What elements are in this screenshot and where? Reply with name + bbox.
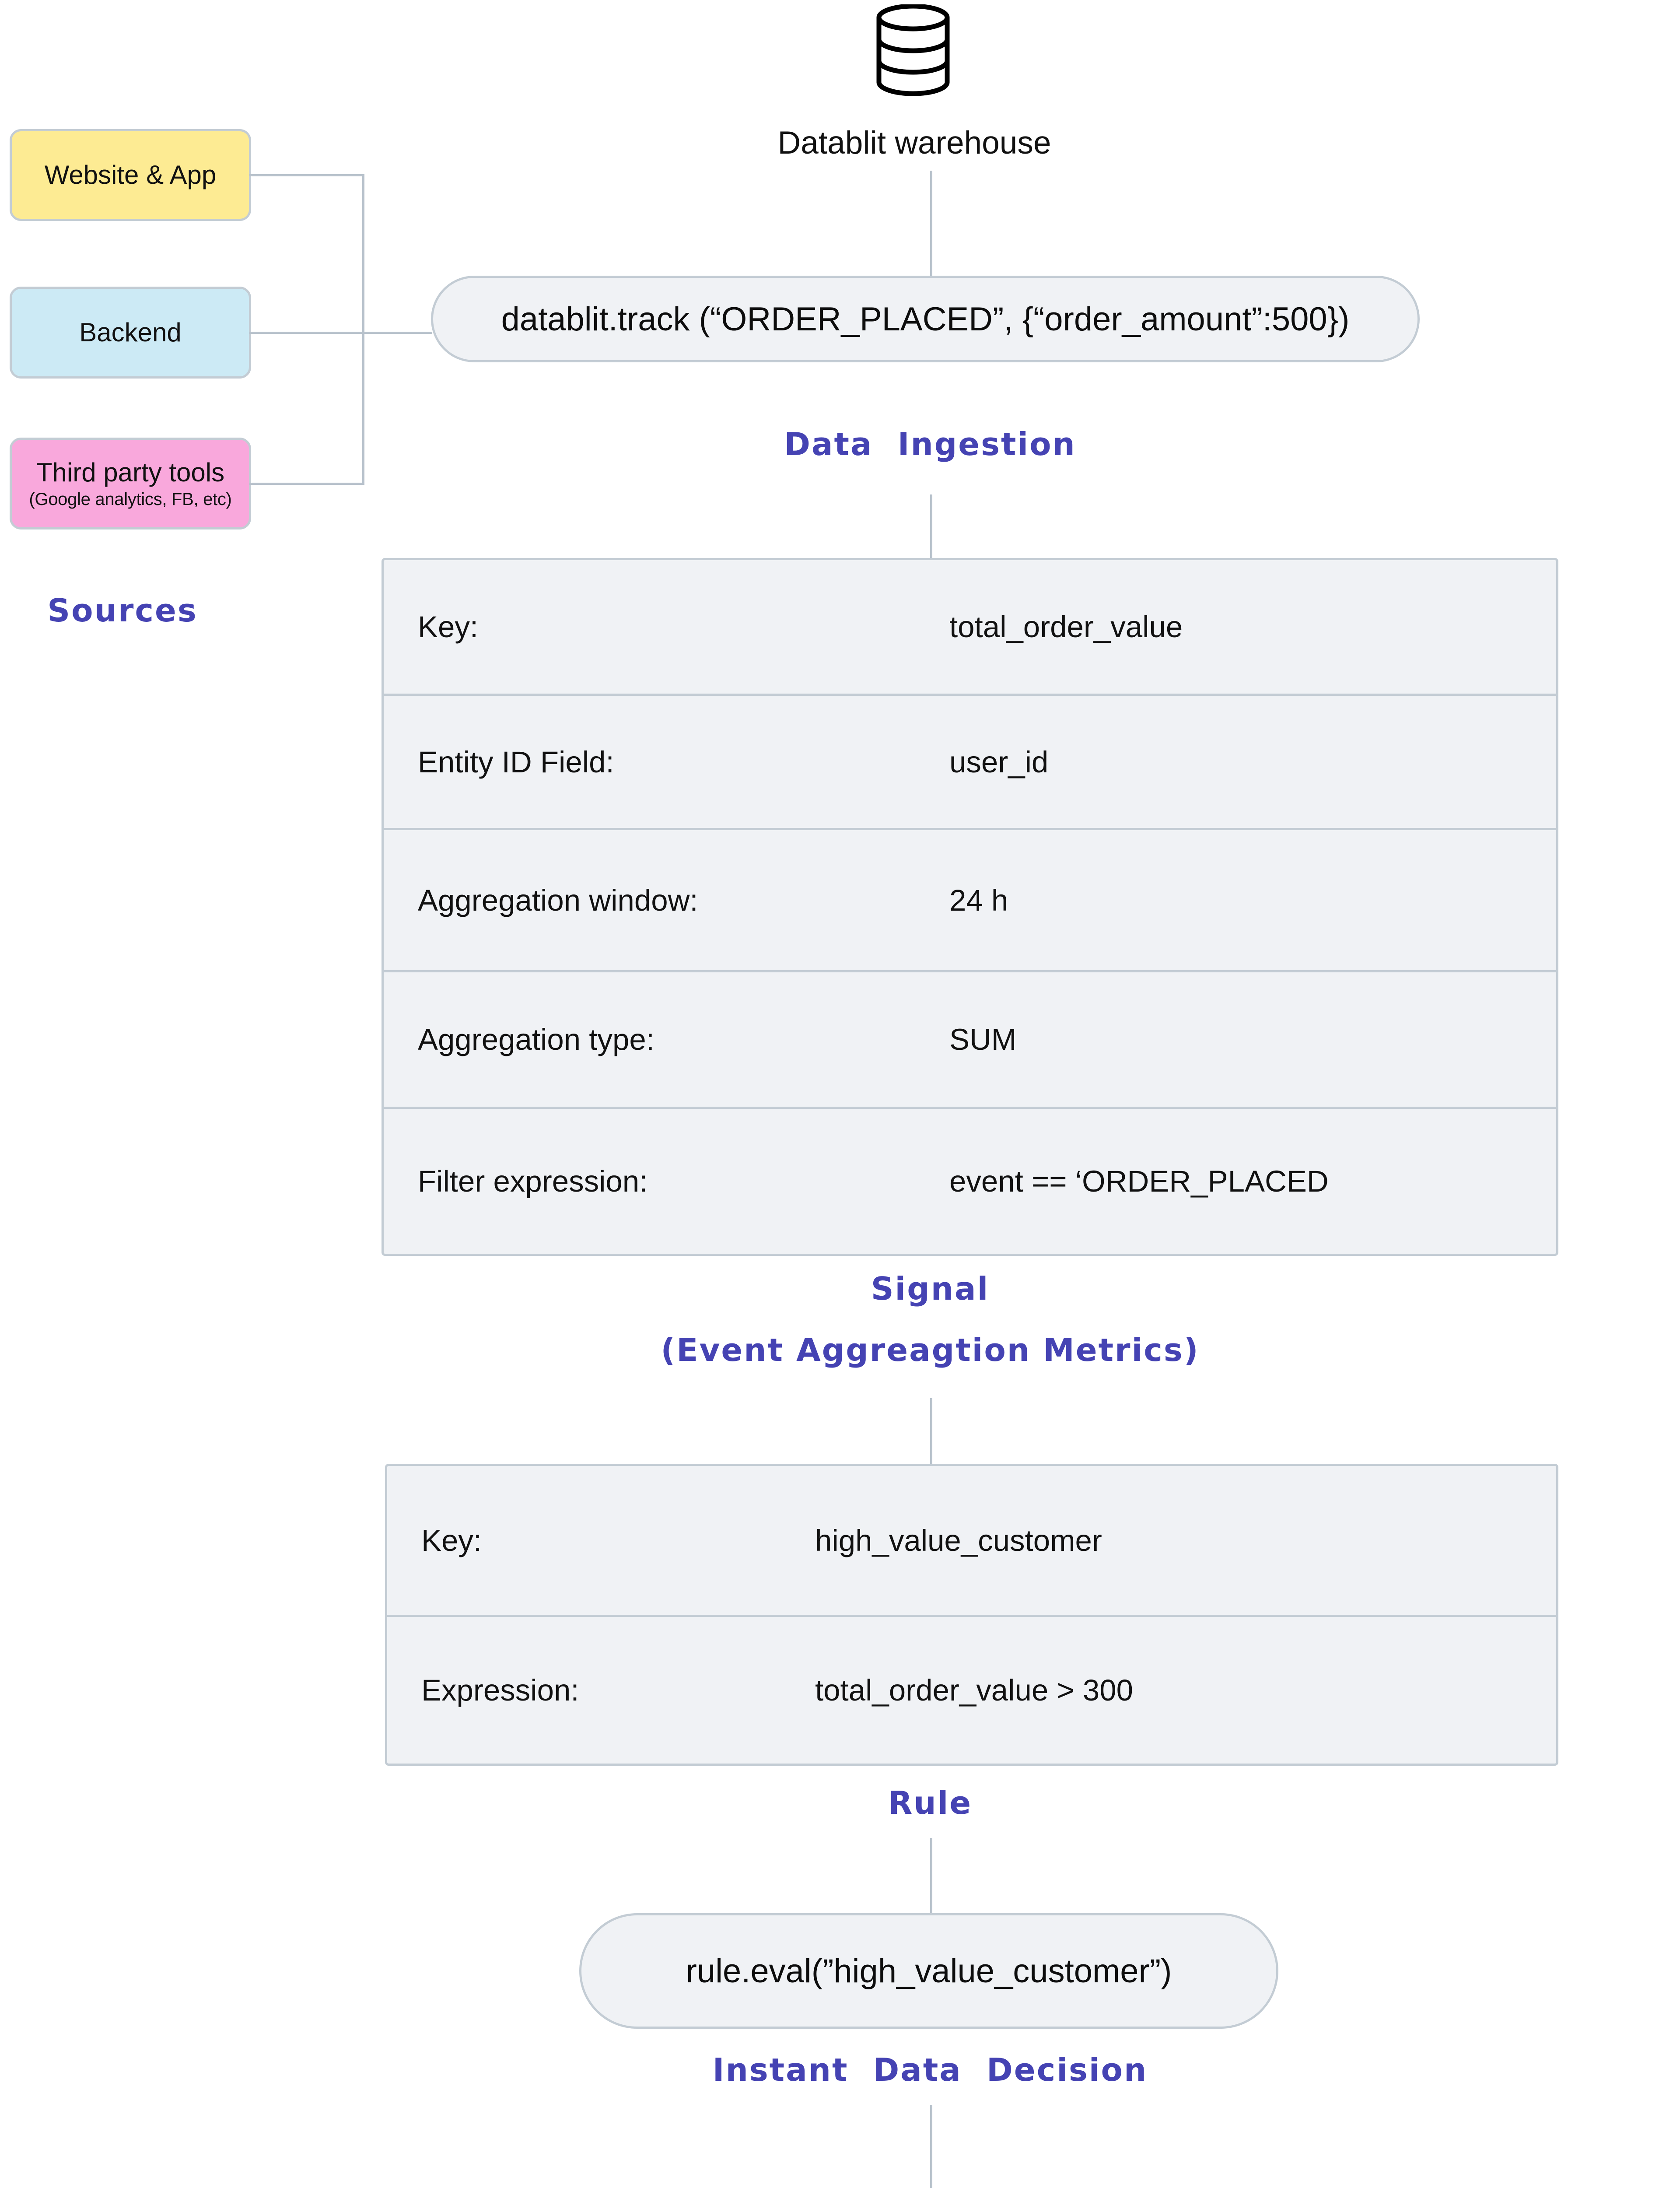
source-third-party-tools-label: Third party tools — [36, 458, 225, 487]
connector-warehouse-to-ingestion — [930, 171, 932, 276]
signal-row-key-4: Filter expression: — [418, 1164, 648, 1198]
signal-row-key-3: Aggregation type: — [418, 1023, 654, 1056]
connector-backend-stub — [249, 332, 364, 334]
connector-ingestion-to-signal — [930, 494, 932, 559]
source-backend-label: Backend — [79, 318, 182, 347]
source-third-party-tools-sublabel: (Google analytics, FB, etc) — [29, 490, 232, 509]
connector-decision-to-split — [930, 2105, 932, 2188]
rule-row-key-1: Expression: — [421, 1673, 579, 1707]
source-website-app-label: Website & App — [44, 160, 217, 190]
signal-table: Key: total_order_value Entity ID Field: … — [382, 558, 1558, 1256]
decision-caption: Instant Data Decision — [712, 2051, 1148, 2088]
signal-row-value-3: SUM — [949, 1023, 1017, 1056]
signal-row-key-2: Aggregation window: — [418, 883, 698, 917]
signal-row-value-4: event == ‘ORDER_PLACED — [949, 1164, 1329, 1198]
connector-bus-to-ingestion — [362, 332, 432, 334]
rule-table: Key: high_value_customer Expression: tot… — [385, 1464, 1558, 1766]
connector-sources-bus — [362, 174, 364, 485]
source-website-app[interactable]: Website & App — [10, 129, 251, 221]
signal-caption-line1: Signal — [871, 1270, 990, 1307]
table-row: Filter expression: event == ‘ORDER_PLACE… — [384, 1109, 1556, 1253]
table-row: Key: total_order_value — [384, 560, 1556, 696]
rule-row-value-1: total_order_value > 300 — [815, 1673, 1133, 1707]
table-row: Aggregation window: 24 h — [384, 830, 1556, 972]
connector-website-stub — [249, 174, 364, 176]
table-row: Entity ID Field: user_id — [384, 696, 1556, 830]
signal-caption-line2: (Event Aggreagtion Metrics) — [661, 1332, 1200, 1368]
ingestion-caption: Data Ingestion — [784, 426, 1076, 463]
decision-code-pill[interactable]: rule.eval(”high_value_customer”) — [579, 1913, 1278, 2029]
sources-caption: Sources — [47, 592, 198, 629]
signal-row-value-1: user_id — [949, 745, 1049, 779]
table-row: Expression: total_order_value > 300 — [387, 1617, 1556, 1764]
connector-signal-to-rule — [930, 1398, 932, 1466]
connector-thirdparty-stub — [249, 483, 364, 485]
source-third-party-tools[interactable]: Third party tools (Google analytics, FB,… — [10, 438, 251, 529]
rule-row-value-0: high_value_customer — [815, 1523, 1102, 1557]
ingestion-code-pill[interactable]: datablit.track (“ORDER_PLACED”, {“order_… — [431, 276, 1420, 362]
signal-row-value-2: 24 h — [949, 883, 1008, 917]
signal-row-value-0: total_order_value — [949, 610, 1183, 644]
signal-row-key-1: Entity ID Field: — [418, 745, 614, 779]
connector-rule-to-decision — [930, 1838, 932, 1914]
rule-row-key-0: Key: — [421, 1523, 482, 1557]
signal-row-key-0: Key: — [418, 610, 479, 644]
table-row: Aggregation type: SUM — [384, 972, 1556, 1109]
warehouse-label: Datablit warehouse — [777, 125, 1051, 161]
decision-code-text: rule.eval(”high_value_customer”) — [686, 1952, 1172, 1990]
rule-caption: Rule — [888, 1785, 973, 1821]
table-row: Key: high_value_customer — [387, 1466, 1556, 1617]
source-backend[interactable]: Backend — [10, 287, 251, 379]
database-cylinder-icon — [873, 4, 954, 96]
ingestion-code-text: datablit.track (“ORDER_PLACED”, {“order_… — [501, 300, 1350, 338]
